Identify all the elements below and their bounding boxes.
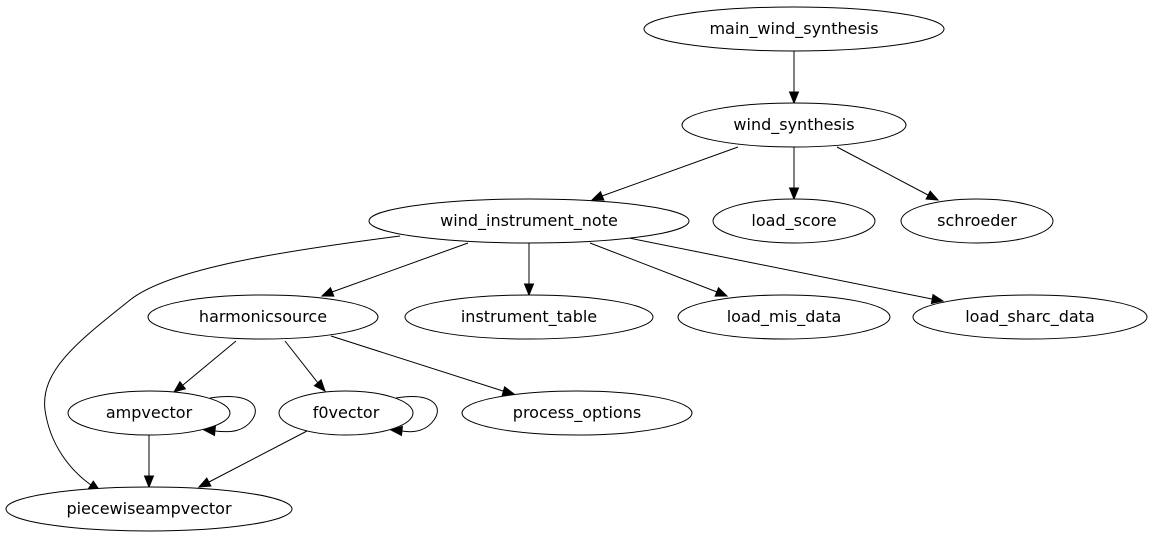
edge-line — [284, 340, 319, 384]
arrowhead-icon — [930, 293, 945, 305]
arrowhead-icon — [788, 187, 800, 201]
edge-harmonicsource-to-ampvector — [172, 340, 237, 393]
edge-line — [182, 340, 237, 386]
arrowhead-icon — [320, 286, 335, 297]
edge-line — [44, 235, 401, 486]
node-label: wind_synthesis — [733, 115, 854, 135]
edge-line — [589, 242, 718, 293]
node-wind-synthesis[interactable]: wind_synthesis — [681, 102, 907, 148]
node-main-wind-synthesis[interactable]: main_wind_synthesis — [643, 6, 945, 52]
node-label: piecewiseampvector — [66, 499, 232, 518]
edge-ampvector-to-piecewiseampvector — [143, 435, 155, 489]
edge-wind_instrument_note-to-harmonicsource — [320, 242, 469, 297]
node-ellipse — [368, 198, 690, 244]
arrowhead-icon — [389, 425, 403, 437]
node-f0vector[interactable]: f0vector — [278, 390, 414, 436]
node-label: load_sharc_data — [965, 307, 1095, 327]
node-ampvector[interactable]: ampvector — [67, 390, 231, 436]
node-label: load_mis_data — [727, 307, 842, 327]
node-label: main_wind_synthesis — [709, 19, 878, 39]
node-ellipse — [461, 390, 693, 436]
edge-line — [836, 146, 929, 196]
node-label: ampvector — [106, 403, 193, 422]
edge-wind_instrument_note-to-load_mis_data — [589, 242, 729, 297]
node-load-score[interactable]: load_score — [712, 198, 876, 244]
node-label: wind_instrument_note — [440, 211, 618, 231]
node-schroeder[interactable]: schroeder — [900, 198, 1054, 244]
arrowhead-icon — [313, 378, 326, 392]
arrowhead-icon — [788, 91, 800, 105]
edges-layer — [44, 51, 945, 492]
nodes-layer: main_wind_synthesis wind_synthesis wind_in… — [5, 6, 1148, 532]
edge-wind_instrument_note-to-instrument_table — [523, 243, 535, 297]
node-harmonicsource[interactable]: harmonicsource — [147, 294, 379, 340]
node-label: harmonicsource — [199, 307, 327, 326]
edge-line — [601, 146, 739, 197]
arrowhead-icon — [197, 477, 212, 488]
edge-wind_synthesis-to-load_score — [788, 147, 800, 201]
edge-wind_synthesis-to-schroeder — [836, 146, 940, 201]
edge-line — [330, 335, 504, 392]
arrowhead-icon — [714, 286, 729, 297]
node-label: f0vector — [313, 403, 380, 422]
edge-line — [331, 242, 469, 293]
node-ellipse — [643, 6, 945, 52]
node-wind-instrument-note[interactable]: wind_instrument_note — [368, 198, 690, 244]
arrowhead-icon — [143, 475, 155, 489]
edge-harmonicsource-to-process_options — [330, 335, 516, 396]
node-load-mis-data[interactable]: load_mis_data — [677, 294, 891, 340]
node-piecewiseampvector[interactable]: piecewiseampvector — [5, 486, 293, 532]
node-ellipse — [5, 486, 293, 532]
edge-wind_instrument_note-to-piecewiseampvector — [44, 235, 401, 492]
arrowhead-icon — [202, 425, 216, 437]
node-process-options[interactable]: process_options — [461, 390, 693, 436]
edge-wind_instrument_note-to-load_sharc_data — [628, 237, 945, 305]
arrowhead-icon — [501, 385, 516, 396]
edge-line — [208, 430, 308, 483]
node-label: load_score — [751, 211, 836, 231]
node-instrument-table[interactable]: instrument_table — [404, 294, 654, 340]
node-ellipse — [900, 198, 1054, 244]
node-label: schroeder — [937, 211, 1017, 230]
arrowhead-icon — [925, 190, 940, 201]
arrowhead-icon — [172, 380, 187, 393]
edge-line — [395, 396, 438, 433]
arrowhead-icon — [590, 190, 605, 201]
edge-line — [209, 396, 256, 433]
node-ellipse — [712, 198, 876, 244]
edge-wind_synthesis-to-wind_instrument_note — [590, 146, 739, 201]
node-load-sharc-data[interactable]: load_sharc_data — [912, 294, 1148, 340]
node-ellipse — [67, 390, 231, 436]
edge-f0vector-to-piecewiseampvector — [197, 430, 308, 488]
edge-ampvector-to-ampvector — [202, 396, 256, 437]
arrowhead-icon — [523, 283, 535, 297]
node-ellipse — [278, 390, 414, 436]
node-ellipse — [681, 102, 907, 148]
edge-f0vector-to-f0vector — [389, 396, 438, 437]
node-label: process_options — [513, 403, 641, 423]
edge-line — [628, 237, 933, 300]
node-ellipse — [912, 294, 1148, 340]
node-ellipse — [677, 294, 891, 340]
node-label: instrument_table — [461, 307, 597, 327]
edge-main_wind_synthesis-to-wind_synthesis — [788, 51, 800, 105]
edge-harmonicsource-to-f0vector — [284, 340, 326, 392]
node-ellipse — [404, 294, 654, 340]
node-ellipse — [147, 294, 379, 340]
